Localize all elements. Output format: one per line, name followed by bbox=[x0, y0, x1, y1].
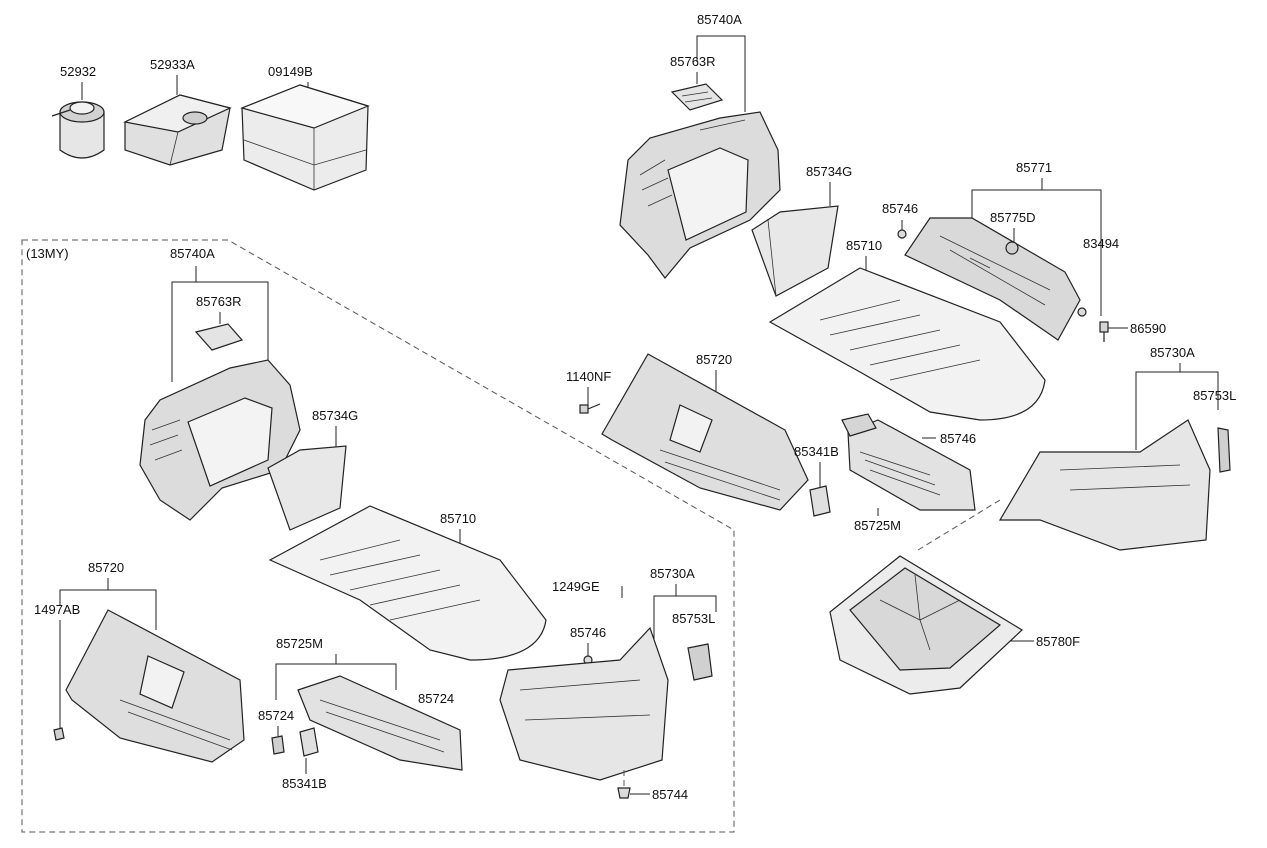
clip-85746-right-top[interactable] bbox=[897, 229, 907, 239]
label-85746-right-mid[interactable]: 85746 bbox=[940, 431, 976, 446]
air-compressor-part[interactable] bbox=[123, 94, 232, 166]
bolt-1140NF[interactable] bbox=[579, 403, 601, 414]
label-85775D[interactable]: 85775D bbox=[990, 210, 1036, 225]
tray-85725M-right[interactable] bbox=[841, 413, 976, 511]
label-85780F[interactable]: 85780F bbox=[1036, 634, 1080, 649]
tool-case-part[interactable] bbox=[240, 84, 370, 191]
section-label-13my: (13MY) bbox=[26, 246, 69, 261]
panel-85720-left[interactable] bbox=[65, 609, 245, 763]
clip-85753L-right[interactable] bbox=[1217, 427, 1231, 473]
mat-85710-right[interactable] bbox=[768, 267, 1046, 421]
label-83494[interactable]: 83494 bbox=[1083, 236, 1119, 251]
label-52933A[interactable]: 52933A bbox=[150, 57, 195, 72]
label-85725M-right[interactable]: 85725M bbox=[854, 518, 901, 533]
mat-85710-left[interactable] bbox=[268, 505, 547, 661]
label-85730A-left[interactable]: 85730A bbox=[650, 566, 695, 581]
trim-85730A-left[interactable] bbox=[499, 626, 669, 781]
trim-85740A-right[interactable] bbox=[619, 111, 781, 279]
label-85763R-right[interactable]: 85763R bbox=[670, 54, 716, 69]
label-85746-left[interactable]: 85746 bbox=[570, 625, 606, 640]
panel-85734G-left[interactable] bbox=[267, 445, 347, 531]
label-52932[interactable]: 52932 bbox=[60, 64, 96, 79]
label-85341B-right[interactable]: 85341B bbox=[794, 444, 839, 459]
sealant-bottle-part[interactable] bbox=[51, 101, 105, 159]
clip-83494[interactable] bbox=[1077, 307, 1087, 317]
pad-85341B-left[interactable] bbox=[299, 727, 319, 757]
label-85734G-right[interactable]: 85734G bbox=[806, 164, 852, 179]
label-85771[interactable]: 85771 bbox=[1016, 160, 1052, 175]
trim-85771[interactable] bbox=[904, 217, 1081, 341]
label-85720-left[interactable]: 85720 bbox=[88, 560, 124, 575]
label-85753L-left[interactable]: 85753L bbox=[672, 611, 715, 626]
label-85740A-right[interactable]: 85740A bbox=[697, 12, 742, 27]
bracket-85763R-left[interactable] bbox=[194, 323, 244, 351]
tub-85780F[interactable] bbox=[829, 555, 1023, 695]
label-1140NF[interactable]: 1140NF bbox=[566, 369, 611, 384]
panel-85734G-right[interactable] bbox=[751, 205, 839, 297]
pad-85724-left[interactable] bbox=[271, 735, 285, 755]
label-85763R-left[interactable]: 85763R bbox=[196, 294, 242, 309]
label-85725M-left[interactable]: 85725M bbox=[276, 636, 323, 651]
label-09149B[interactable]: 09149B bbox=[268, 64, 313, 79]
trim-85730A-right[interactable] bbox=[998, 419, 1211, 551]
label-85720-right[interactable]: 85720 bbox=[696, 352, 732, 367]
label-85744[interactable]: 85744 bbox=[652, 787, 688, 802]
label-85753L-right[interactable]: 85753L bbox=[1193, 388, 1236, 403]
label-86590[interactable]: 86590 bbox=[1130, 321, 1166, 336]
label-85724-left-a[interactable]: 85724 bbox=[258, 708, 294, 723]
clip-85753L-left[interactable] bbox=[687, 643, 713, 681]
label-85710-left[interactable]: 85710 bbox=[440, 511, 476, 526]
tray-85725M-left[interactable] bbox=[297, 675, 463, 771]
label-85734G-left[interactable]: 85734G bbox=[312, 408, 358, 423]
screw-86590[interactable] bbox=[1099, 321, 1109, 342]
label-1249GE[interactable]: 1249GE bbox=[552, 579, 600, 594]
label-85341B-left[interactable]: 85341B bbox=[282, 776, 327, 791]
label-85730A-right[interactable]: 85730A bbox=[1150, 345, 1195, 360]
label-85740A-left[interactable]: 85740A bbox=[170, 246, 215, 261]
panel-85720-right[interactable] bbox=[601, 353, 809, 511]
bracket-85763R-right[interactable] bbox=[670, 83, 724, 111]
label-85746-right-top[interactable]: 85746 bbox=[882, 201, 918, 216]
clip-85744[interactable] bbox=[617, 787, 631, 799]
accessory-group: 52932 52933A 09149B bbox=[51, 57, 370, 191]
trim-85740A-left[interactable] bbox=[139, 359, 301, 521]
label-85710-right[interactable]: 85710 bbox=[846, 238, 882, 253]
label-85724-left-b[interactable]: 85724 bbox=[418, 691, 454, 706]
left-13my-assembly: 85740A 85763R 85734G 85710 85720 1497AB bbox=[34, 246, 717, 802]
13my-region-outline bbox=[21, 239, 735, 833]
pad-85341B-right[interactable] bbox=[809, 485, 831, 517]
right-assembly: 85740A 85763R 85734G 85771 85746 85775D bbox=[566, 12, 1236, 695]
clip-1497AB[interactable] bbox=[53, 727, 65, 741]
label-1497AB[interactable]: 1497AB bbox=[34, 602, 80, 617]
